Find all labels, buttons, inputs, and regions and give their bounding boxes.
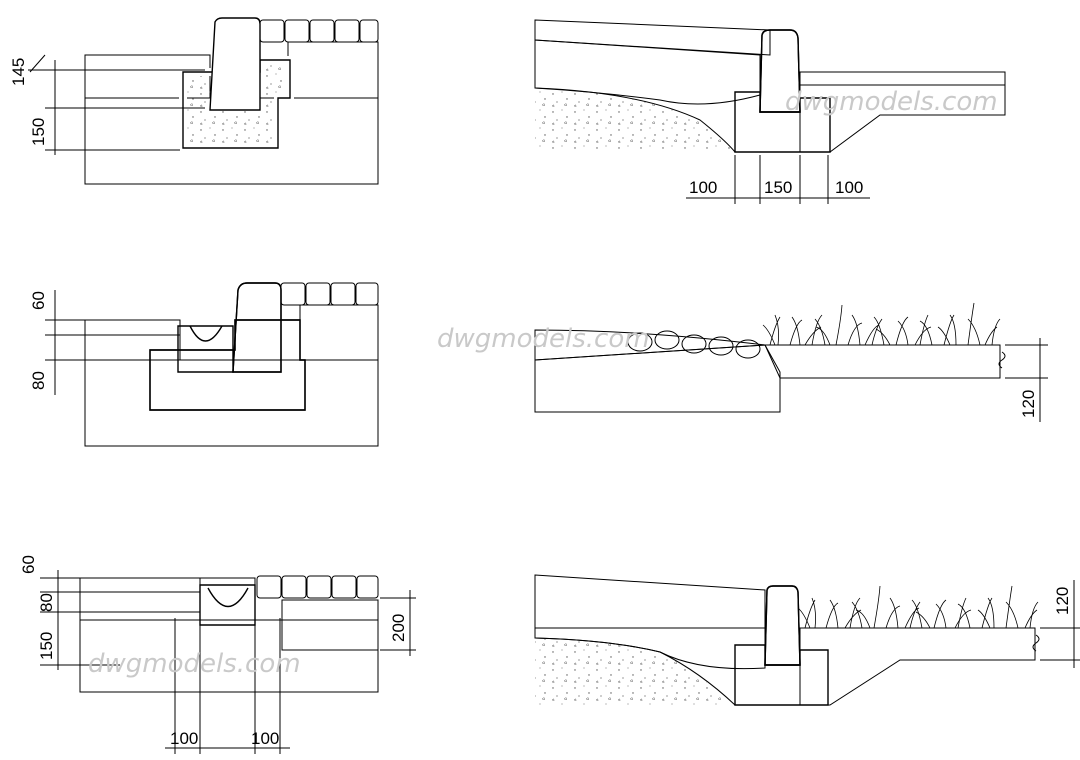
paving-blocks: [256, 575, 379, 599]
asphalt-layer: [84, 54, 211, 71]
drain-grate: [199, 577, 256, 586]
drain-pipe: [207, 587, 249, 607]
compacted-soil: [534, 344, 781, 413]
dim-100-left: 100: [689, 178, 717, 197]
gravel-base: [79, 591, 201, 621]
watermark: dwgmodels.com: [88, 649, 301, 679]
asphalt-layer: [79, 577, 201, 593]
planting-soil: [764, 344, 1001, 379]
asphalt-right: [799, 71, 1006, 86]
asphalt-layer: [84, 319, 181, 336]
dimension-lines: [686, 155, 870, 204]
dim-150: 150: [764, 178, 792, 197]
dim-150: 150: [37, 632, 56, 660]
paving-blocks: [280, 282, 379, 306]
detail-6-planting-curb: 120: [534, 574, 1080, 706]
embankment: [534, 574, 766, 629]
dim-80: 80: [37, 593, 56, 612]
dim-150: 150: [29, 118, 48, 146]
paving-blocks: [259, 19, 379, 43]
dim-100-right: 100: [251, 729, 279, 748]
soil-left: [535, 88, 735, 152]
dimension-lines: [998, 338, 1048, 422]
dimension-lines: [1032, 580, 1080, 668]
plant-foliage: [797, 585, 1039, 629]
dim-60: 60: [19, 555, 38, 574]
boulder-row: [627, 330, 761, 359]
dim-120: 120: [1053, 587, 1072, 615]
curb-stone: [232, 282, 282, 373]
watermark: dwgmodels.com: [437, 324, 650, 354]
channel-groove: [189, 325, 223, 342]
watermark: dwgmodels.com: [785, 87, 998, 117]
dim-100-left: 100: [170, 729, 198, 748]
detail-2-curb-section: 100 150 100: [534, 19, 1006, 204]
concrete-haunch: [734, 644, 829, 706]
dim-200: 200: [389, 614, 408, 642]
planting-soil: [799, 627, 1036, 706]
plant-foliage: [762, 302, 1001, 346]
asphalt-layer: [534, 19, 771, 56]
detail-3-channel-section: 60 80: [29, 282, 379, 447]
soil-left: [535, 638, 735, 705]
sand-bedding: [299, 304, 379, 361]
curb-stone: [764, 585, 801, 666]
detail-1-curb-section: 145 150: [9, 17, 379, 185]
detail-4-planting-edge: 120: [534, 302, 1048, 422]
dimension-lines: [45, 290, 178, 395]
dimension-lines: [40, 570, 416, 754]
gravel-base: [84, 334, 181, 361]
dim-120: 120: [1019, 390, 1038, 418]
subgrade: [84, 359, 379, 447]
dimension-lines: [28, 54, 205, 155]
curb-stone: [759, 29, 801, 113]
dim-60: 60: [29, 291, 48, 310]
dim-100-right: 100: [835, 178, 863, 197]
dim-145: 145: [9, 58, 28, 86]
sand-bedding: [287, 41, 379, 99]
dim-80: 80: [29, 371, 48, 390]
channel-block: [177, 325, 234, 373]
subgrade: [79, 619, 379, 693]
concrete-haunch: [149, 319, 306, 411]
detail-5-drain-section: 60 80 150 200 100 100: [19, 555, 416, 754]
sand-bedding: [281, 599, 379, 651]
